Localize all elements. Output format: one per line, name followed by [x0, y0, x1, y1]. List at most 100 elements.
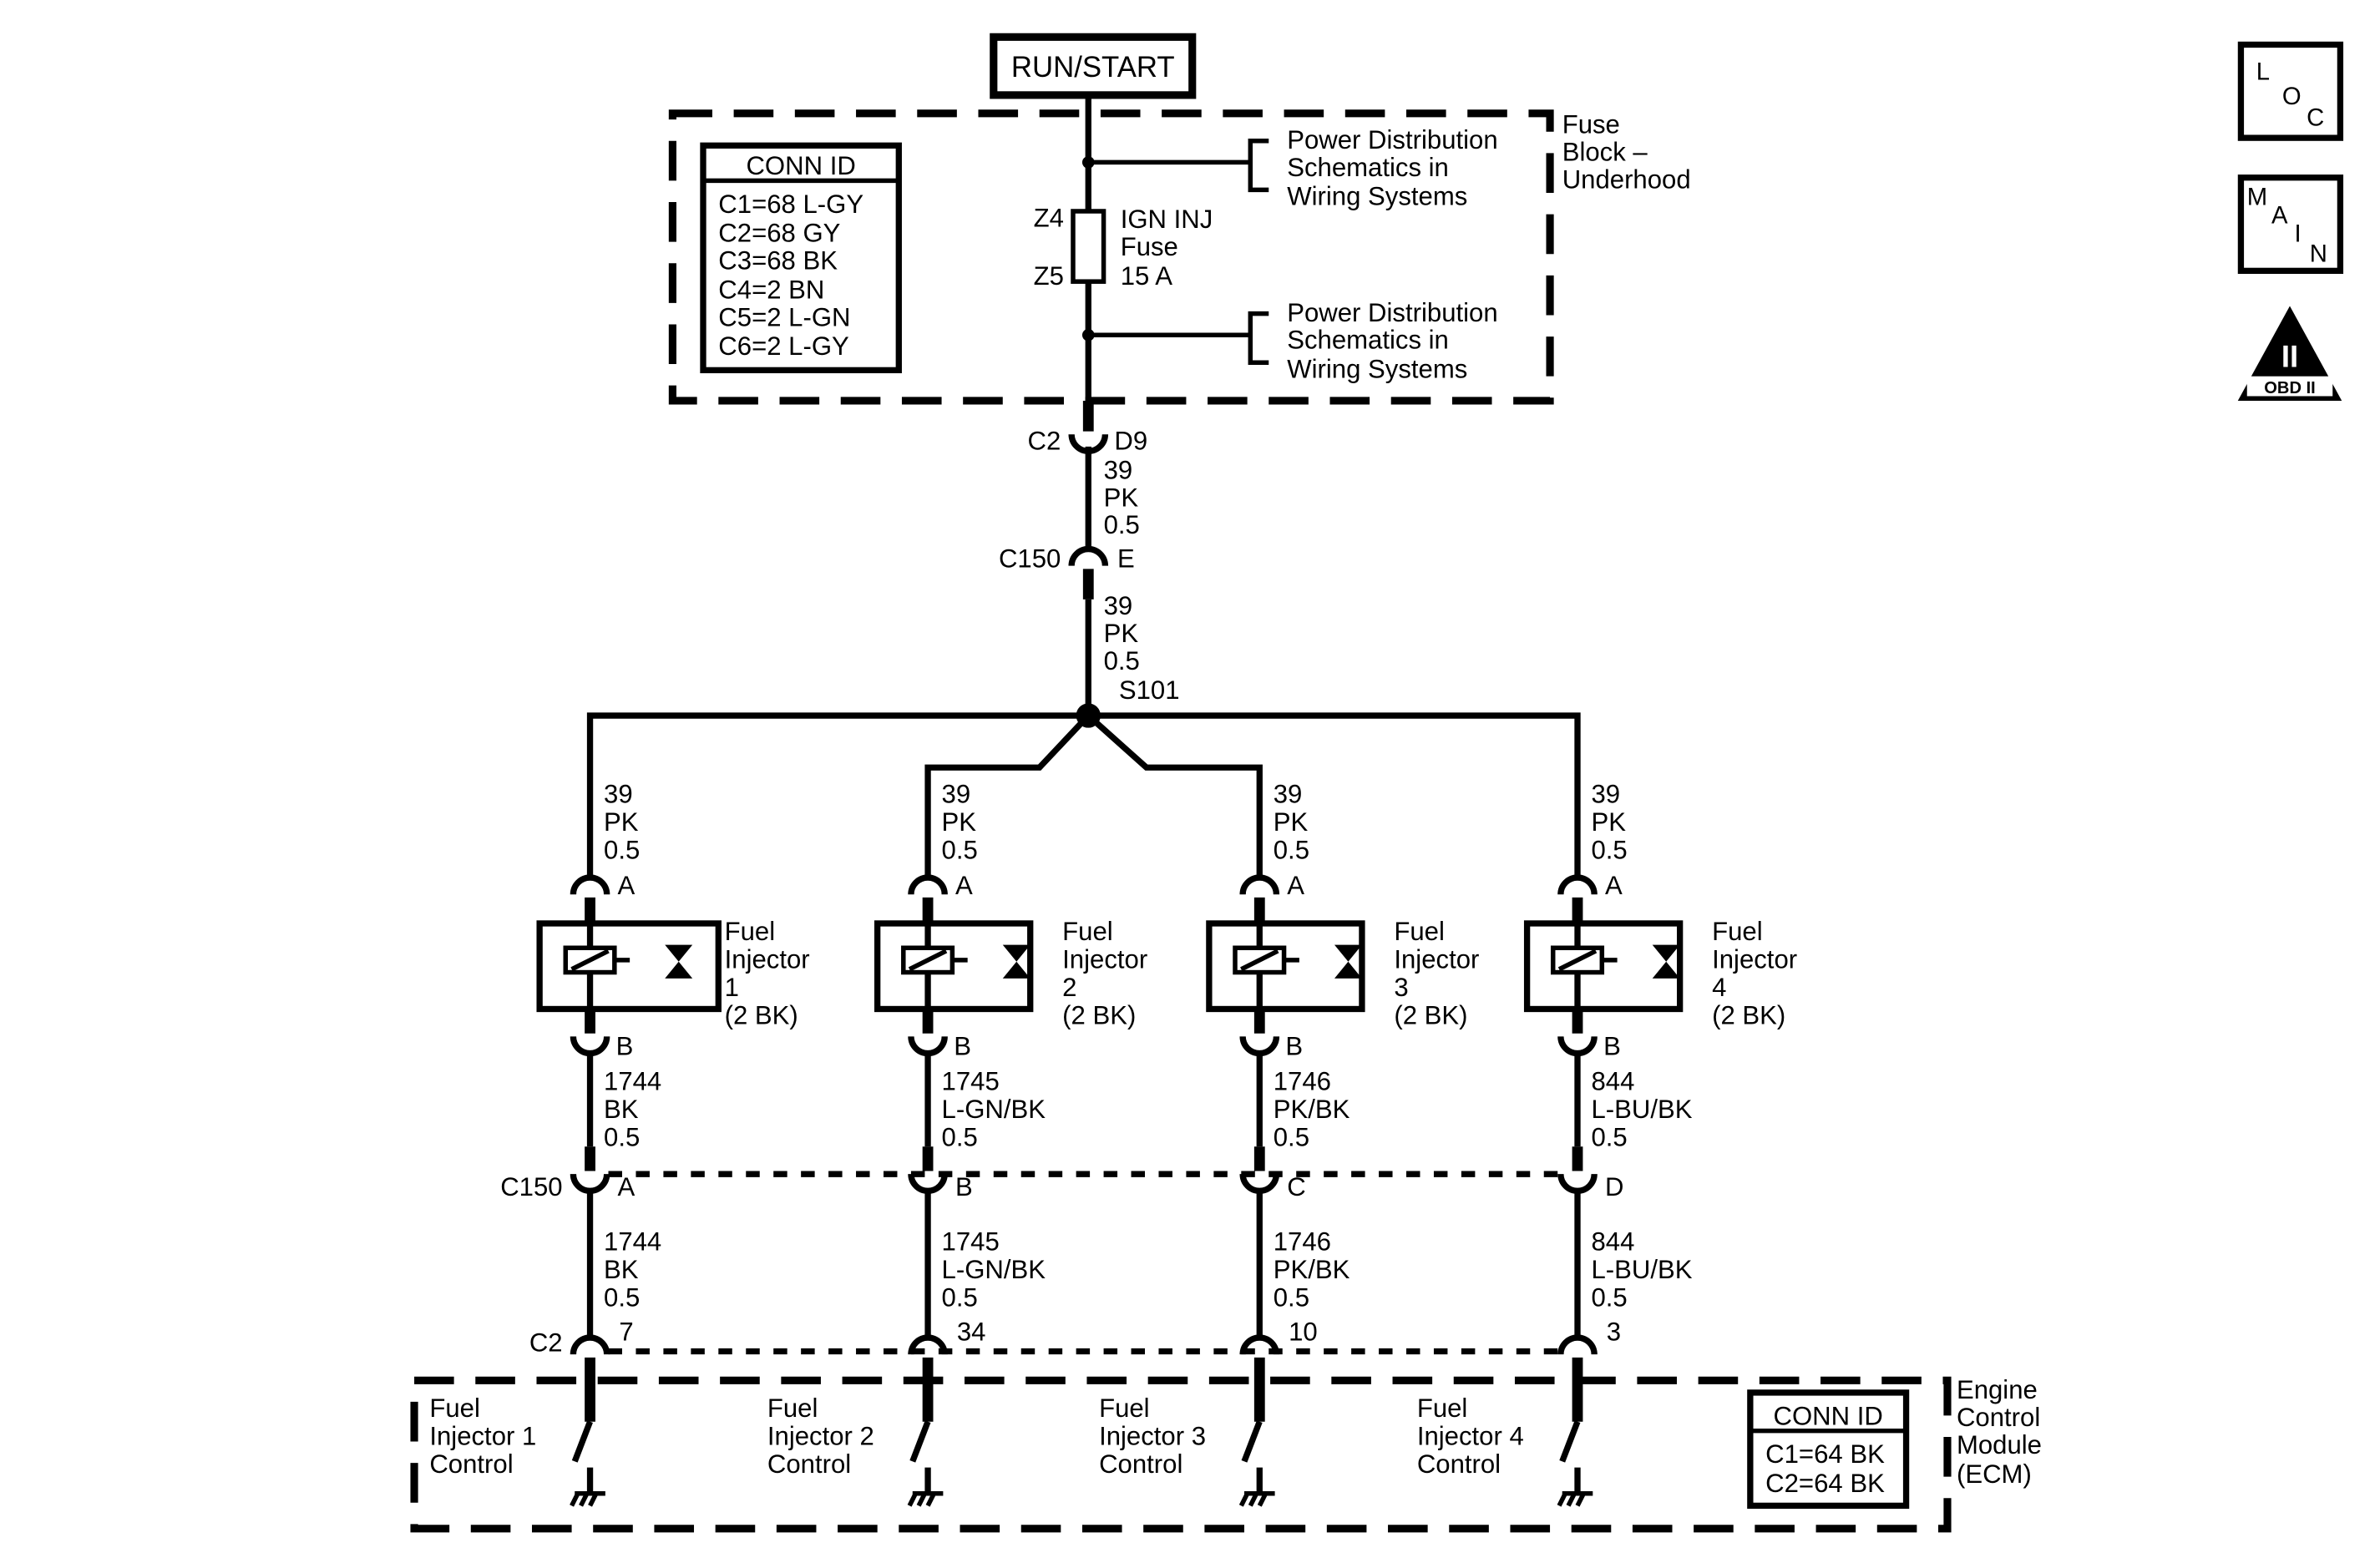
fuel-injector-3	[1206, 920, 1365, 1013]
fuse-block-label: Fuse Block – Underhood	[1562, 110, 1691, 195]
injector-2-pin-b-connector	[908, 1036, 948, 1057]
fuse-block-underhood: Fuse Block – Underhood CONN ID C1=68 L-G…	[668, 94, 1691, 405]
power-distribution-ref-1: Power Distribution Schematics in Wiring …	[1287, 125, 1505, 211]
injector-4-pin-a: A	[1605, 871, 1623, 900]
c150-pin-3: C	[1287, 1172, 1305, 1201]
c2-connector-3	[1239, 1334, 1280, 1355]
connector-d9-pin: D9	[1114, 427, 1147, 456]
ground-icon	[907, 1490, 944, 1507]
c150-connector-label: C150	[500, 1172, 562, 1201]
injector-2-driver-switch	[909, 1420, 931, 1463]
fuse-label: IGN INJ Fuse 15 A	[1121, 205, 1220, 291]
power-dist-bracket-1	[1248, 139, 1269, 193]
conn-id-rows: C1=68 L-GY C2=68 GY C3=68 BK C4=2 BN C5=…	[718, 190, 870, 361]
c150-pin-2: B	[955, 1172, 973, 1201]
loc-icon[interactable]: L O C	[2237, 41, 2344, 141]
connector-c2-label: C2	[1028, 427, 1061, 456]
injector-3-pin-a-connector	[1239, 874, 1280, 895]
injector-3-pin-a: A	[1287, 871, 1304, 900]
feed-wire-2-spec: 39 PK 0.5	[1104, 591, 1146, 675]
feed-wire-1-spec: 39 PK 0.5	[1104, 455, 1146, 539]
power-distribution-ref-2: Power Distribution Schematics in Wiring …	[1287, 298, 1505, 384]
injector-1-valve-icon	[665, 944, 693, 979]
fuse-terminal-z5: Z5	[1034, 261, 1064, 291]
ground-icon	[570, 1490, 605, 1507]
svg-text:OBD II: OBD II	[2264, 379, 2316, 397]
ground-icon	[1557, 1490, 1593, 1507]
injector-3-pin-b-connector	[1239, 1036, 1280, 1057]
injector-2-pin-b: B	[954, 1031, 971, 1060]
harness-connector-links: C150 C2	[500, 1171, 1560, 1358]
c2-connector-4	[1557, 1334, 1598, 1355]
injector-1-pin-a-connector	[570, 874, 610, 895]
svg-text:A: A	[2271, 202, 2288, 230]
fuel-injector-4	[1523, 920, 1684, 1013]
ecm-conn-id-title: CONN ID	[1774, 1401, 1883, 1430]
c150-connector-1	[570, 1173, 610, 1194]
fuel-injector-1	[536, 920, 722, 1013]
c150-connector-4	[1557, 1173, 1598, 1194]
ecm-conn-id-rows: C1=64 BK C2=64 BK	[1765, 1439, 1891, 1498]
ground-icon	[1238, 1490, 1275, 1507]
c2-connector-1	[570, 1334, 610, 1355]
obd-ii-icon[interactable]: II OBD II	[2237, 306, 2342, 401]
svg-text:C: C	[2307, 104, 2324, 131]
connector-e-pin: E	[1117, 544, 1135, 573]
injector-3-valve-icon	[1334, 944, 1362, 979]
injector-1-driver-switch	[571, 1420, 593, 1463]
run-start-label-box: RUN/START	[990, 33, 1197, 99]
svg-text:M: M	[2247, 184, 2267, 211]
injector-1-pin-b-connector	[570, 1036, 610, 1057]
fuel-injector-2	[874, 920, 1034, 1013]
svg-text:I: I	[2294, 220, 2301, 248]
injector-4-pin-a-connector	[1557, 874, 1598, 895]
injector-4-driver-switch	[1559, 1420, 1581, 1463]
c2-pin-1: 7	[619, 1318, 633, 1347]
injector-2-pin-a-connector	[908, 874, 948, 895]
engine-control-module: Engine Control Module (ECM) CONN ID C1=6…	[410, 1375, 2049, 1533]
main-icon[interactable]: M A I N	[2237, 175, 2344, 275]
c150-pin-4: D	[1605, 1172, 1623, 1201]
distribution-bus	[586, 712, 1581, 879]
c150-pin-1: A	[617, 1172, 635, 1201]
ecm-conn-id-table: CONN ID C1=64 BK C2=64 BK	[1747, 1389, 1910, 1510]
fuse-block-conn-id-table: CONN ID C1=68 L-GY C2=68 GY C3=68 BK C4=…	[700, 142, 902, 374]
injector-4-valve-icon	[1652, 944, 1680, 979]
svg-text:O: O	[2282, 83, 2302, 110]
ecm-label: Engine Control Module (ECM)	[1957, 1375, 2049, 1489]
svg-text:N: N	[2310, 240, 2327, 267]
feed-wire: C2 D9 39 PK 0.5 C150 E 39 PK 0.5 S101	[999, 400, 1180, 728]
c2-pin-2: 34	[957, 1318, 986, 1347]
conn-id-title: CONN ID	[746, 151, 855, 180]
c2-pin-4: 3	[1607, 1318, 1621, 1347]
injector-4-pin-b: B	[1603, 1031, 1621, 1060]
injector-1-pin-a: A	[617, 871, 635, 900]
injector-2-pin-a: A	[955, 871, 973, 900]
splice-label: S101	[1119, 675, 1180, 705]
svg-text:L: L	[2256, 58, 2270, 86]
run-start-label: RUN/START	[1011, 52, 1175, 83]
svg-text:II: II	[2281, 340, 2298, 374]
injector-2-valve-icon	[1002, 944, 1030, 979]
injector-4-pin-b-connector	[1557, 1036, 1598, 1057]
connector-c150-label: C150	[999, 544, 1061, 573]
power-dist-bracket-2	[1248, 311, 1269, 365]
